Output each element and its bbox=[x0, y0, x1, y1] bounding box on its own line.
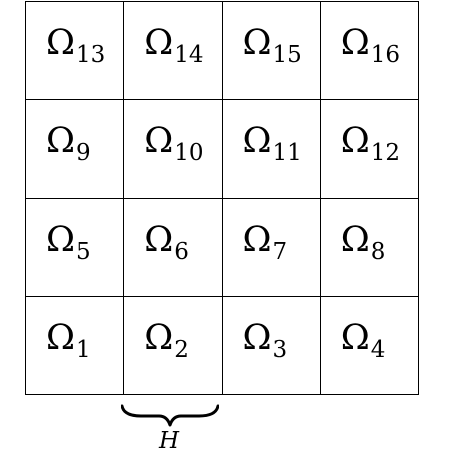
subdomain-cell: Ω15 bbox=[222, 2, 321, 101]
omega-symbol: Ω bbox=[242, 23, 272, 63]
subdomain-label: Ω12 bbox=[340, 121, 400, 165]
subdomain-cell: Ω8 bbox=[320, 198, 419, 297]
subdomain-label: Ω1 bbox=[46, 317, 91, 361]
width-brace-icon bbox=[121, 404, 219, 427]
subdomain-index: 6 bbox=[174, 238, 189, 265]
subdomain-index: 11 bbox=[272, 140, 302, 167]
subdomain-index: 12 bbox=[370, 140, 401, 167]
subdomain-cell: Ω14 bbox=[124, 2, 223, 101]
subdomain-cell: Ω5 bbox=[26, 198, 125, 297]
subdomain-cell: Ω13 bbox=[26, 2, 125, 101]
subdomain-label: Ω4 bbox=[340, 317, 386, 361]
subdomain-index: 16 bbox=[370, 42, 401, 68]
omega-symbol: Ω bbox=[144, 121, 174, 162]
subdomain-label: Ω11 bbox=[242, 121, 302, 165]
subdomain-cell: Ω1 bbox=[26, 296, 125, 395]
omega-symbol: Ω bbox=[340, 121, 370, 162]
subdomain-cell: Ω6 bbox=[124, 198, 223, 297]
omega-symbol: Ω bbox=[46, 219, 76, 260]
subdomain-index: 4 bbox=[370, 336, 386, 363]
subdomain-label: Ω16 bbox=[340, 23, 400, 67]
omega-symbol: Ω bbox=[242, 219, 272, 260]
subdomain-index: 14 bbox=[174, 42, 204, 68]
omega-symbol: Ω bbox=[340, 23, 370, 63]
subdomain-index: 9 bbox=[76, 140, 91, 167]
subdomain-index: 3 bbox=[272, 336, 288, 363]
subdomain-label: Ω8 bbox=[340, 219, 386, 263]
subdomain-index: 2 bbox=[174, 336, 189, 363]
omega-symbol: Ω bbox=[340, 219, 370, 260]
subdomain-label: Ω9 bbox=[46, 121, 91, 165]
subdomain-label: Ω14 bbox=[144, 23, 203, 67]
subdomain-cell: Ω2 bbox=[124, 296, 223, 395]
subdomain-label: Ω7 bbox=[242, 219, 288, 263]
omega-symbol: Ω bbox=[340, 317, 370, 358]
subdomain-label: Ω15 bbox=[242, 23, 302, 67]
subdomain-index: 15 bbox=[272, 42, 302, 68]
omega-symbol: Ω bbox=[242, 317, 272, 358]
subdomain-index: 13 bbox=[76, 42, 106, 68]
subdomain-index: 10 bbox=[174, 140, 204, 167]
subdomain-cell: Ω9 bbox=[26, 100, 125, 199]
omega-symbol: Ω bbox=[144, 219, 174, 260]
subdomain-index: 8 bbox=[370, 238, 386, 265]
omega-symbol: Ω bbox=[46, 23, 76, 63]
width-label: H bbox=[159, 428, 180, 454]
subdomain-index: 7 bbox=[272, 238, 288, 265]
omega-symbol: Ω bbox=[46, 121, 76, 162]
omega-symbol: Ω bbox=[144, 23, 174, 63]
subdomain-label: Ω2 bbox=[144, 317, 189, 361]
subdomain-index: 1 bbox=[76, 336, 91, 363]
subdomain-cell: Ω3 bbox=[222, 296, 321, 395]
subdomain-cell: Ω16 bbox=[320, 2, 419, 101]
subdomain-label: Ω5 bbox=[46, 219, 91, 263]
omega-symbol: Ω bbox=[144, 317, 174, 358]
subdomain-label: Ω13 bbox=[46, 23, 105, 67]
subdomain-index: 5 bbox=[76, 238, 91, 265]
subdomain-cell: Ω7 bbox=[222, 198, 321, 297]
subdomain-label: Ω10 bbox=[144, 121, 203, 165]
subdomain-cell: Ω4 bbox=[320, 296, 419, 395]
omega-symbol: Ω bbox=[242, 121, 272, 162]
subdomain-cell: Ω11 bbox=[222, 100, 321, 199]
subdomain-label: Ω6 bbox=[144, 219, 189, 263]
subdomain-label: Ω3 bbox=[242, 317, 288, 361]
subdomain-cell: Ω10 bbox=[124, 100, 223, 199]
omega-symbol: Ω bbox=[46, 317, 76, 358]
subdomain-cell: Ω12 bbox=[320, 100, 419, 199]
